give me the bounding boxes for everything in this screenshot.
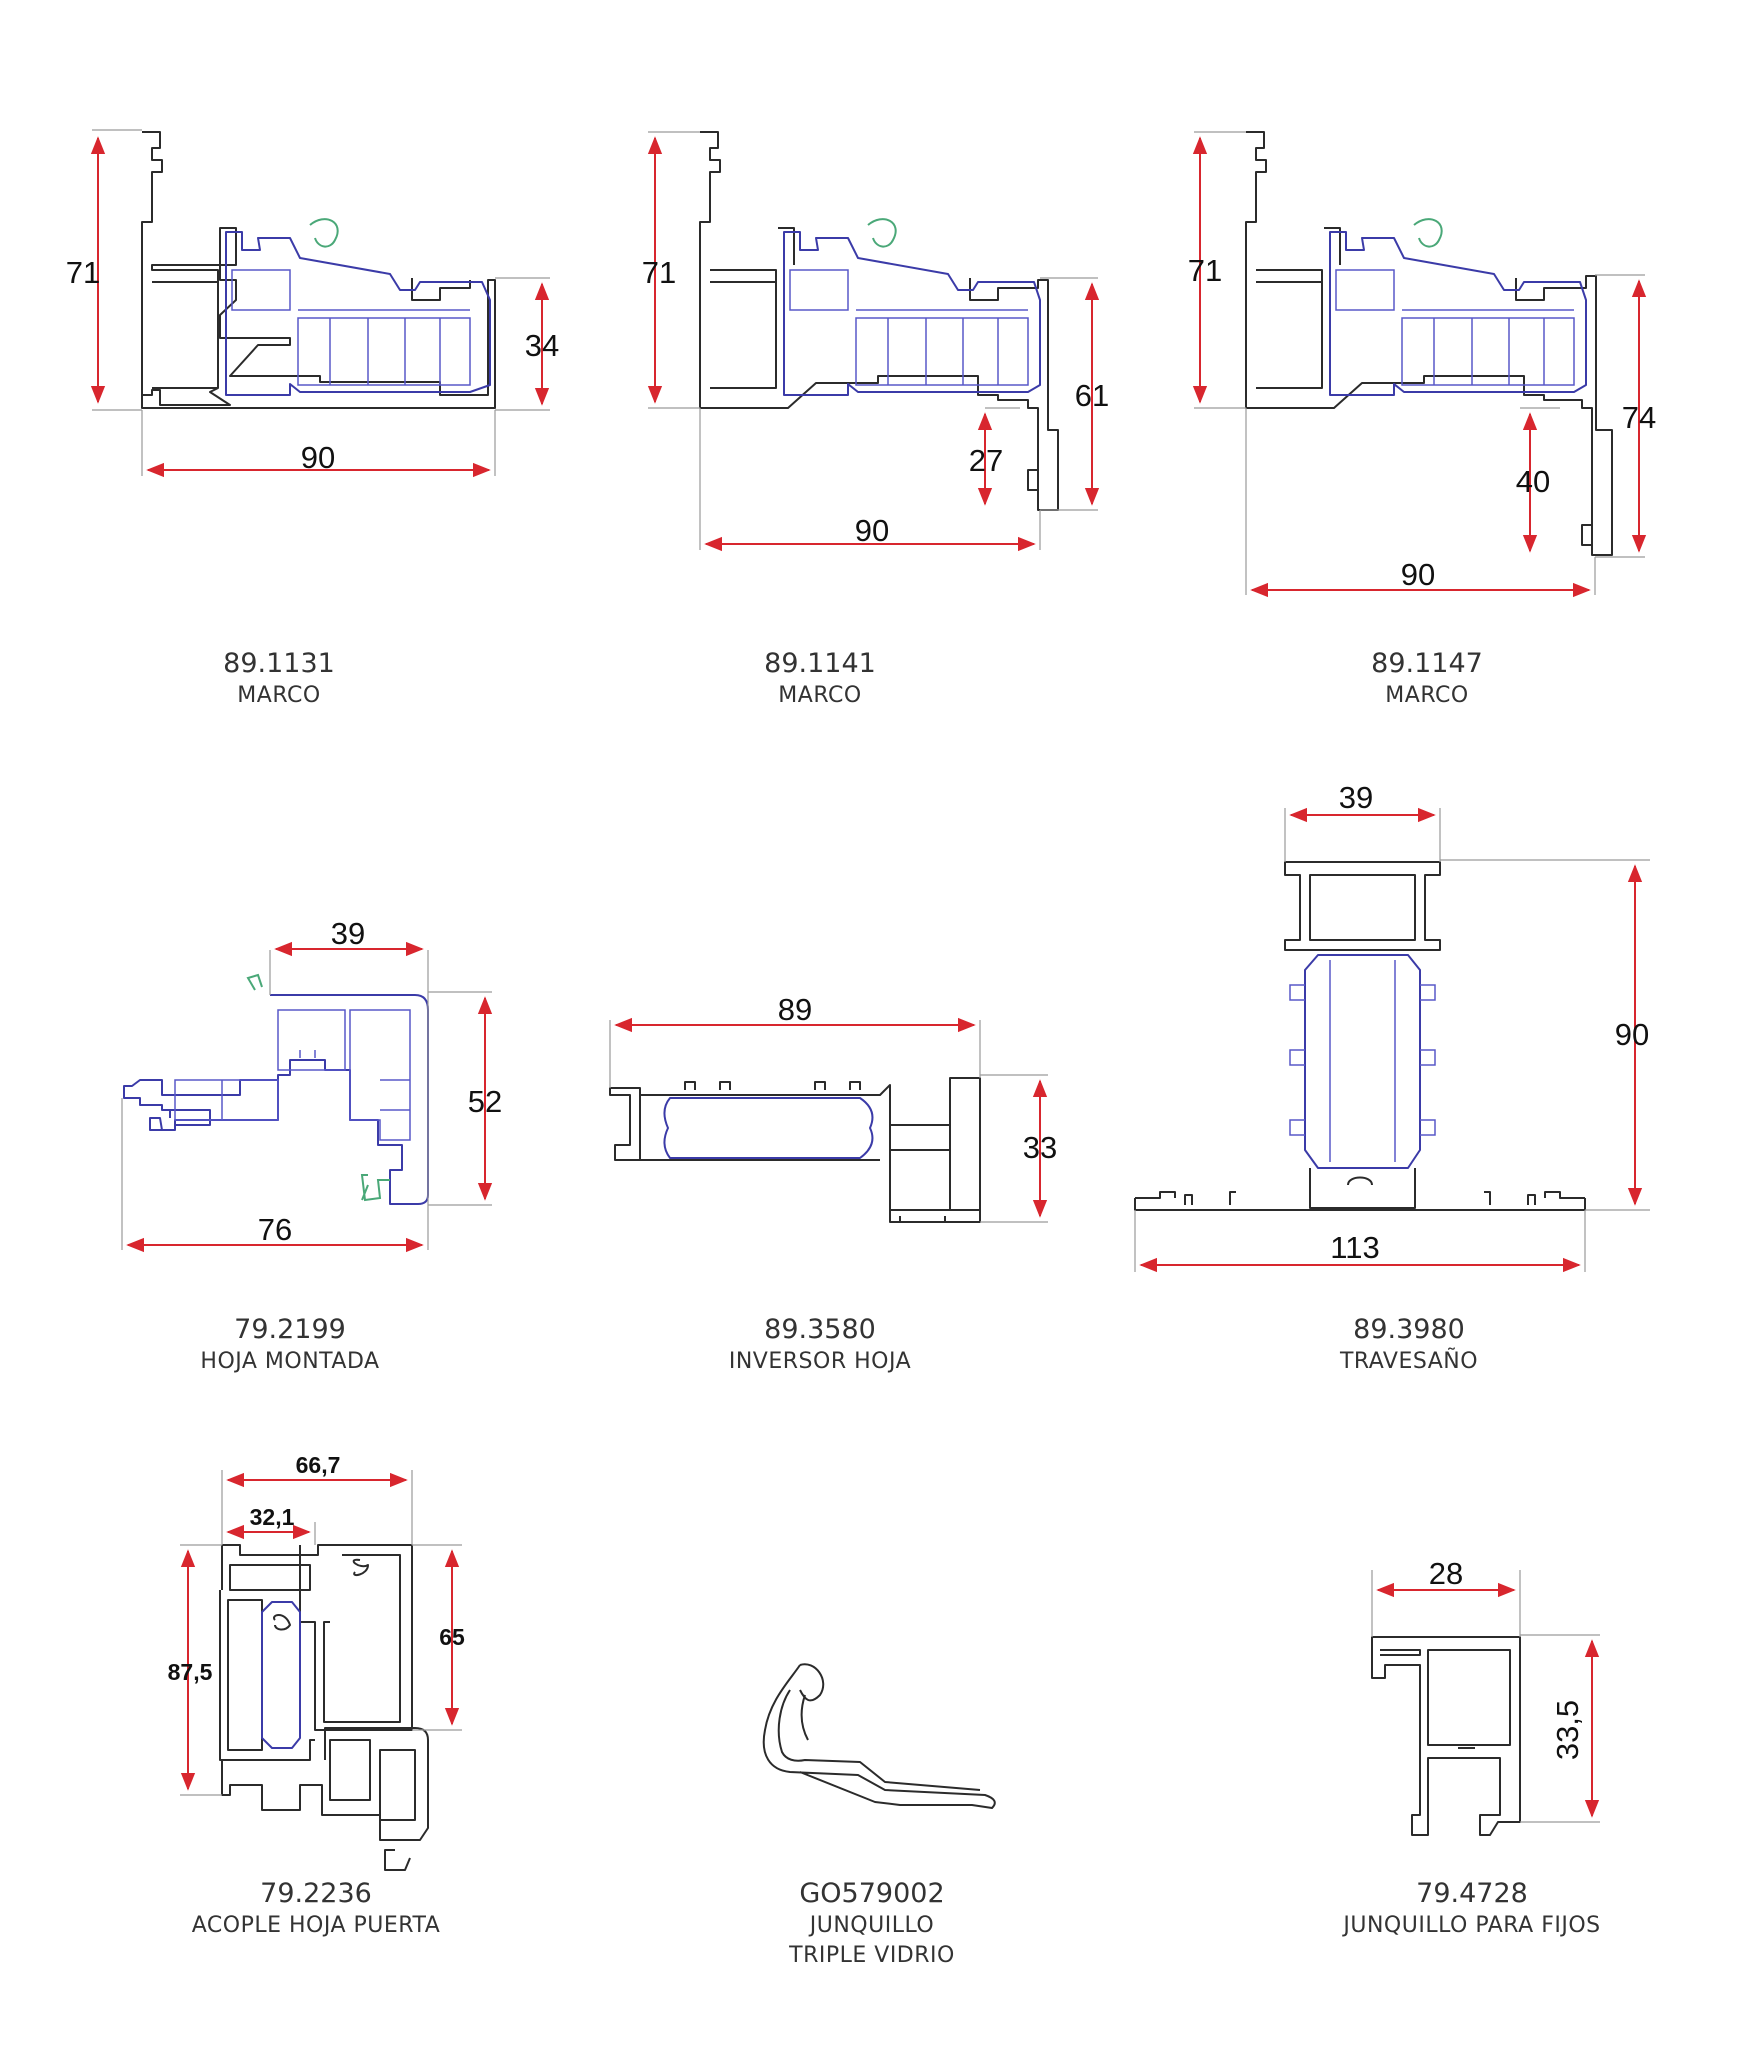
profile-code: 89.1141 [764,648,876,679]
profile-drawing [609,1077,981,1223]
dim-height-87-5: 87,5 [168,1659,213,1685]
dim-width-90: 90 [855,513,889,548]
profile-89-3580: 89 33 89.3580 INVERSOR HOJA [609,992,1057,1374]
dim-height-65: 65 [439,1624,465,1650]
dim-height-27: 27 [969,443,1003,478]
profile-drawing [123,973,429,1205]
profile-name: HOJA MONTADA [200,1349,379,1374]
profile-name: ACOPLE HOJA PUERTA [192,1913,441,1938]
profile-code: 79.2199 [234,1314,346,1345]
profile-drawing [699,131,1059,511]
dim-width-66-7: 66,7 [296,1452,341,1478]
profile-drawing [762,1663,996,1809]
dim-width-28: 28 [1429,1556,1463,1591]
profile-code: GO579002 [799,1878,944,1909]
profile-name: INVERSOR HOJA [729,1349,911,1374]
dim-width-90: 90 [301,440,335,475]
profile-drawing [141,131,496,409]
profile-code: 89.3980 [1353,1314,1465,1345]
profile-go579002: GO579002 JUNQUILLO TRIPLE VIDRIO [762,1663,996,1968]
dim-height-71: 71 [66,255,100,290]
dim-height-90: 90 [1615,1017,1649,1052]
profile-code: 79.2236 [260,1878,372,1909]
dim-width-89: 89 [778,992,812,1027]
dim-height-74: 74 [1622,400,1656,435]
profile-79-4728: 28 33,5 79.4728 JUNQUILLO PARA FIJOS [1341,1556,1600,1938]
dim-height-71: 71 [642,255,676,290]
dim-height-34: 34 [525,328,559,363]
profile-79-2199: 39 52 76 79.2199 HOJA MONTADA [121,916,502,1374]
profile-code: 89.1131 [223,648,335,679]
profile-89-1141: 71 61 27 90 89.1141 MARCO [642,131,1109,708]
profile-name: MARCO [237,683,320,708]
dim-height-71: 71 [1188,253,1222,288]
profile-drawing [219,1544,429,1871]
dim-width-76: 76 [258,1212,292,1247]
profile-89-1147: 71 74 40 90 89.1147 MARCO [1188,131,1656,708]
profile-drawing [1245,131,1613,556]
profile-name: JUNQUILLO PARA FIJOS [1341,1913,1600,1938]
dim-height-52: 52 [468,1084,502,1119]
dim-height-33: 33 [1023,1130,1057,1165]
profile-drawing [1371,1636,1521,1836]
profile-name-line-1: JUNQUILLO [808,1913,935,1938]
dim-width-39: 39 [1339,780,1373,815]
dim-height-40: 40 [1516,464,1550,499]
dim-width-39: 39 [331,916,365,951]
dim-width-113: 113 [1330,1230,1379,1265]
profile-code: 89.1147 [1371,648,1483,679]
profile-89-1131: 71 34 90 89.1131 MARCO [66,129,559,708]
dim-height-33-5: 33,5 [1550,1700,1585,1760]
profile-code: 89.3580 [764,1314,876,1345]
dim-width-90: 90 [1401,557,1435,592]
profile-name: MARCO [1385,683,1468,708]
dim-width-32-1: 32,1 [250,1504,295,1530]
profile-code: 79.4728 [1416,1878,1528,1909]
profile-name: TRAVESAÑO [1339,1347,1478,1374]
profile-name: MARCO [778,683,861,708]
profile-79-2236: 66,7 32,1 87,5 65 79.2236 ACOPLE HOJA PU… [168,1452,465,1938]
profile-name-line-2: TRIPLE VIDRIO [788,1943,955,1968]
profile-drawing [1134,861,1586,1211]
profile-89-3980: 39 90 113 89.3980 TRAVESAÑO [1134,780,1650,1374]
dim-height-61: 61 [1075,378,1109,413]
